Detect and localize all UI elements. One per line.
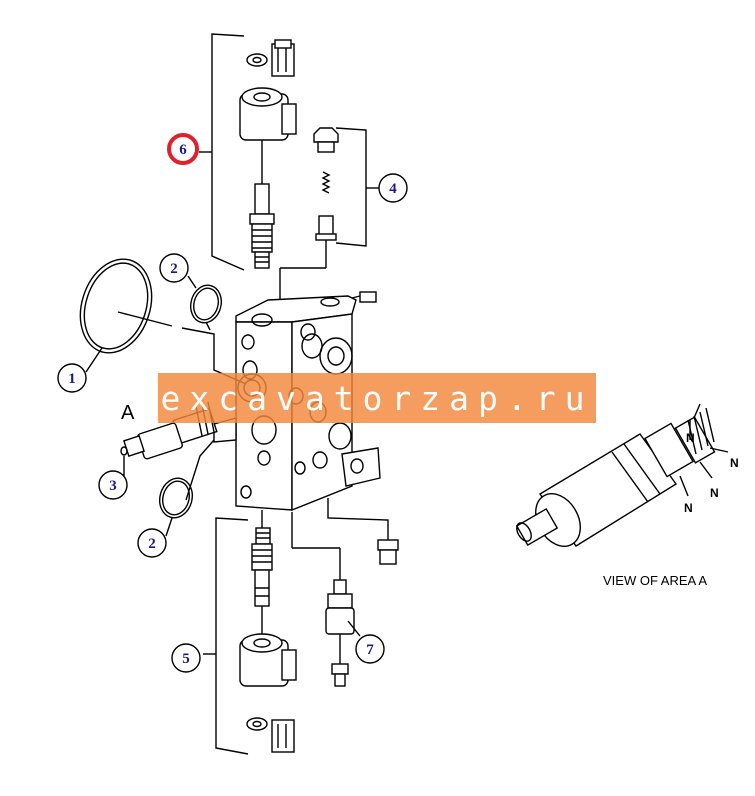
n-marker-3: N xyxy=(710,486,719,500)
callout-3: 3 xyxy=(109,478,117,494)
callout-2-bottom: 2 xyxy=(148,536,156,552)
solenoid-assembly-top xyxy=(199,33,297,271)
n-marker-2: N xyxy=(730,456,739,470)
detail-view-a xyxy=(515,403,729,547)
callout-circles xyxy=(57,133,408,673)
pressure-sensor xyxy=(291,512,361,687)
check-valve-parts xyxy=(279,127,379,300)
large-o-ring xyxy=(79,258,247,385)
callout-2-top: 2 xyxy=(170,261,178,277)
port-plug xyxy=(327,498,399,565)
solenoid-assembly-bottom xyxy=(203,510,297,755)
n-marker-1: N xyxy=(686,431,695,445)
watermark-text: excavatorzap.ru xyxy=(160,378,594,418)
callout-6-highlighted: 6 xyxy=(179,142,187,158)
watermark-banner: excavatorzap.ru xyxy=(158,373,596,423)
callout-7: 7 xyxy=(366,642,374,658)
callout-4: 4 xyxy=(389,181,397,197)
view-caption: VIEW OF AREA A xyxy=(603,573,707,588)
callout-5: 5 xyxy=(182,651,190,667)
n-marker-4: N xyxy=(684,501,693,515)
area-a-marker: A xyxy=(121,402,135,424)
small-o-rings xyxy=(159,284,223,519)
callout-1: 1 xyxy=(68,371,76,387)
